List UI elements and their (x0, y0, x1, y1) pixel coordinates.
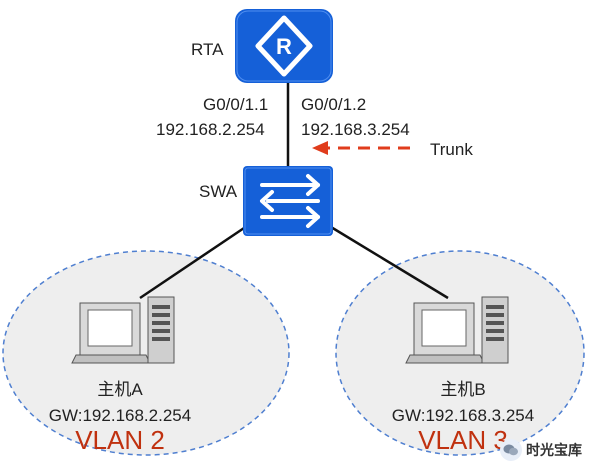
trunk-label: Trunk (430, 140, 473, 159)
router-label: RTA (191, 40, 224, 59)
link-swa-host-b (325, 222, 449, 300)
host-a-vlan: VLAN 2 (75, 425, 165, 455)
computer-icon-host-a (71, 296, 175, 364)
host-b-vlan: VLAN 3 (418, 425, 508, 455)
trunk-arrow (312, 141, 410, 155)
host-a-name: 主机A (97, 380, 143, 399)
host-b-name: 主机B (440, 380, 486, 399)
vlan-2-zone (2, 250, 290, 456)
computer-icon-host-b (405, 296, 509, 364)
host-b-gateway: GW:192.168.3.254 (391, 406, 535, 425)
watermark: 时光宝库 (500, 439, 582, 461)
switch-icon (243, 166, 333, 236)
host-a-gateway: GW:192.168.2.254 (48, 406, 192, 425)
wechat-icon (500, 439, 522, 461)
subinterface-2-name: G0/0/1.2 (301, 95, 367, 114)
switch-label: SWA (199, 182, 238, 201)
svg-text:R: R (276, 34, 292, 59)
link-swa-host-a (139, 222, 251, 300)
subinterface-2-ip: 192.168.3.254 (301, 120, 410, 139)
router-icon: R (235, 9, 333, 83)
subinterface-1-name: G0/0/1.1 (203, 95, 269, 114)
subinterface-1-ip: 192.168.2.254 (156, 120, 265, 139)
watermark-text: 时光宝库 (526, 442, 582, 458)
